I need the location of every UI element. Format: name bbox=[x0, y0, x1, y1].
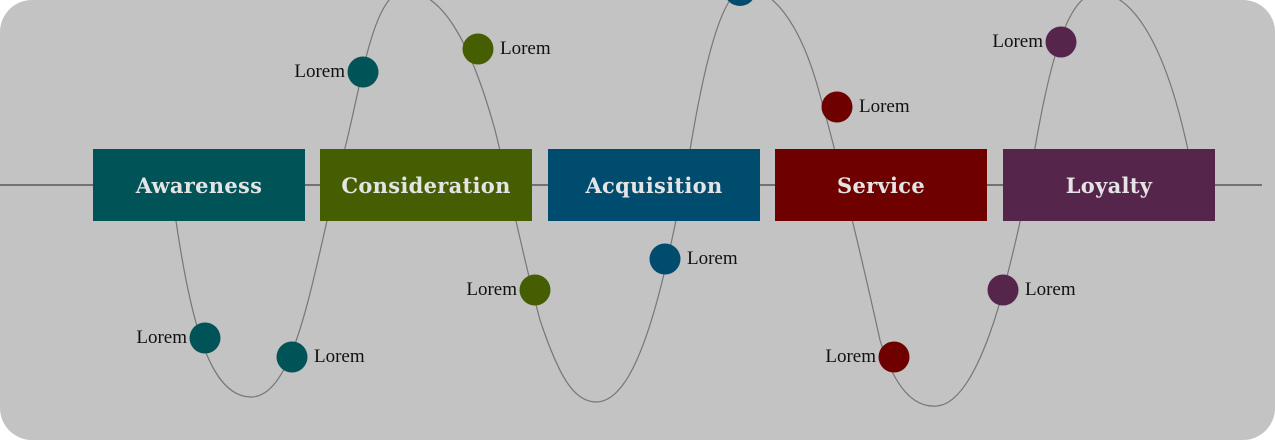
stage-consideration: Consideration bbox=[320, 149, 532, 221]
journey-point-label: Lorem bbox=[466, 279, 517, 300]
journey-point-marker bbox=[821, 91, 853, 123]
journey-point-label: Lorem bbox=[992, 31, 1043, 52]
journey-point-marker bbox=[347, 56, 379, 88]
journey-point-label: Lorem bbox=[687, 248, 738, 269]
stage-acquisition: Acquisition bbox=[548, 149, 760, 221]
stage-service: Service bbox=[775, 149, 987, 221]
journey-point-label: Lorem bbox=[825, 346, 876, 367]
journey-point-label: Lorem bbox=[136, 327, 187, 348]
journey-point-marker bbox=[649, 243, 681, 275]
journey-point-anchor bbox=[727, 0, 753, 6]
stage-loyalty: Loyalty bbox=[1003, 149, 1215, 221]
journey-point-label: Lorem bbox=[314, 346, 365, 367]
journey-point-label: Lorem bbox=[859, 96, 910, 117]
journey-point-marker bbox=[276, 341, 308, 373]
journey-point-label: Lorem bbox=[1025, 279, 1076, 300]
journey-point-marker bbox=[189, 322, 221, 354]
journey-point-marker bbox=[878, 341, 910, 373]
journey-point-marker bbox=[462, 33, 494, 65]
stage-awareness: Awareness bbox=[93, 149, 305, 221]
journey-point-marker bbox=[1045, 26, 1077, 58]
journey-point-label: Lorem bbox=[500, 38, 551, 59]
journey-point-marker bbox=[987, 274, 1019, 306]
journey-point-label: Lorem bbox=[294, 61, 345, 82]
journey-point-marker bbox=[519, 274, 551, 306]
